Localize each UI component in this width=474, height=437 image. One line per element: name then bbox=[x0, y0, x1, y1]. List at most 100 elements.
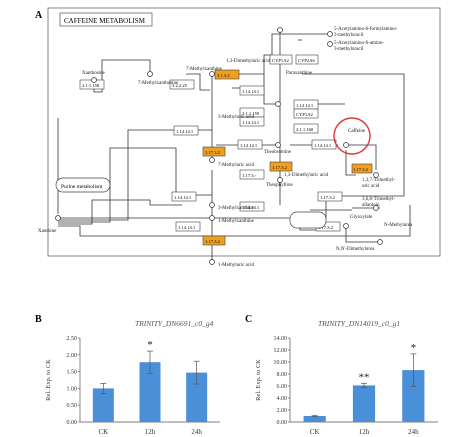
y-tick-label: 1.50 bbox=[67, 370, 78, 376]
purine-metabolism-label: Purine metabolism bbox=[61, 184, 103, 190]
enzyme-label-highlighted: 1.17.3.2 bbox=[205, 150, 221, 155]
enzyme-label-highlighted: 1.17.3.2 bbox=[272, 165, 288, 170]
enzyme-boxes: 2.1.1.158 3.2.2.25 CYP1A2 CYP2A6 3.1.3.2… bbox=[79, 54, 373, 246]
enzyme-label: 2.1.1.158 bbox=[82, 83, 100, 88]
y-tick-label: 10.00 bbox=[274, 360, 288, 366]
compound-label: 1,3,7-Trimethyl- bbox=[362, 178, 395, 183]
enzyme-label: 2.1.1.159 bbox=[242, 111, 260, 116]
y-tick-label: 0.00 bbox=[277, 420, 288, 426]
panel-c-gene-title: TRINITY_DN14019_c0_g1 bbox=[318, 319, 400, 328]
enzyme-label: 1.14.14.1 bbox=[314, 143, 332, 148]
panel-b-gene-title: TRINITY_DN6691_c0_g4 bbox=[135, 319, 214, 328]
pathway-map-frame bbox=[47, 7, 441, 257]
compound-label: Theobromine bbox=[264, 150, 292, 155]
y-tick-label: 14.00 bbox=[274, 336, 288, 342]
x-tick-label: 24h bbox=[191, 428, 202, 436]
y-tick-label: 12.00 bbox=[274, 348, 288, 354]
compound-nodes bbox=[55, 27, 383, 265]
pathway-edges bbox=[57, 30, 411, 262]
compound-label: 1-Methyluric acid bbox=[218, 263, 254, 268]
panel-b-letter: B bbox=[35, 314, 42, 325]
bar bbox=[352, 385, 376, 422]
panel-b-ylabel: Rel. Exp. to CK bbox=[45, 359, 52, 401]
compound-label: 1-Methylxanthine bbox=[218, 219, 255, 224]
compound-label: 3-Methylxanthine bbox=[218, 206, 255, 211]
caffeine-highlight-circle bbox=[333, 117, 371, 155]
significance-marker: * bbox=[147, 339, 153, 351]
compound-label: allantoin bbox=[362, 203, 380, 208]
compound-label: 5-Acetylamino-6-formylamino- bbox=[334, 27, 398, 32]
bar bbox=[92, 388, 114, 422]
y-tick-label: 8.00 bbox=[277, 372, 288, 378]
enzyme-label: 1.14.14.1 bbox=[176, 129, 194, 134]
y-tick-label: 2.50 bbox=[67, 336, 78, 342]
compound-label: 1,3-Dimethyluric acid bbox=[284, 173, 329, 178]
purine-metabolism-box bbox=[55, 177, 111, 193]
enzyme-label: 3.2.2.25 bbox=[172, 83, 188, 88]
enzyme-label: CYP2A6 bbox=[298, 58, 316, 63]
compound-label: Xanthine bbox=[38, 229, 57, 234]
compound-labels: Xanthosine 7-Methylxanthosine 7-Methylxa… bbox=[38, 27, 413, 268]
enzyme-label-highlighted: 1.17.3.2 bbox=[353, 167, 369, 172]
bar bbox=[402, 370, 425, 422]
compound-label: 3,6,8-Trimethyl- bbox=[362, 197, 395, 202]
enzyme-label-highlighted: 3.1.3.2 bbox=[217, 73, 230, 78]
y-tick-label: 0.00 bbox=[67, 420, 78, 426]
panel-c-letter: C bbox=[245, 314, 252, 325]
y-tick-label: 2.00 bbox=[67, 353, 78, 359]
compound-label: N,N'-Dimethylurea bbox=[336, 247, 375, 252]
enzyme-label: 1.17.3.- bbox=[242, 173, 257, 178]
enzyme-label: 2.1.1.160 bbox=[296, 127, 314, 132]
y-tick-label: 6.00 bbox=[277, 384, 288, 390]
glyoxylate-metabolism-box bbox=[289, 211, 327, 229]
map-title: CAFFEINE METABOLISM bbox=[64, 17, 146, 25]
enzyme-label: CYP1A2 bbox=[272, 58, 290, 63]
enzyme-label: 1.14.14.1 bbox=[296, 103, 314, 108]
panel-a-letter: A bbox=[35, 10, 43, 21]
x-tick-label: 12h bbox=[145, 428, 156, 436]
x-tick-label: CK bbox=[98, 428, 108, 436]
compound-label: N-Methylurea bbox=[384, 223, 413, 228]
y-tick-label: 2.00 bbox=[277, 408, 288, 414]
y-tick-label: 1.00 bbox=[67, 386, 78, 392]
enzyme-label: 1.14.14.1 bbox=[174, 195, 192, 200]
significance-marker: * bbox=[411, 342, 417, 354]
x-tick-label: 24h bbox=[408, 428, 419, 436]
compound-label: 5-Acetylamino-6-amino- bbox=[334, 41, 384, 46]
bar bbox=[139, 362, 161, 422]
compound-label: Glyoxylate bbox=[350, 215, 373, 220]
panel-c-ylabel: Rel. Exp. to CK bbox=[255, 359, 262, 401]
enzyme-label-highlighted: 1.17.3.2 bbox=[205, 239, 221, 244]
compound-label: Xanthosine bbox=[82, 71, 106, 76]
map-title-box bbox=[59, 12, 153, 27]
enzyme-label: 1.14.14.1 bbox=[242, 120, 260, 125]
compound-label: 3-methyluracil bbox=[334, 47, 364, 52]
x-tick-label: CK bbox=[310, 428, 320, 436]
enzyme-label: 1.17.3.2 bbox=[318, 225, 334, 230]
enzyme-label: CYP1A2 bbox=[296, 112, 314, 117]
compound-label: 7-Methyluric acid bbox=[218, 163, 254, 168]
x-tick-label: 12h bbox=[359, 428, 370, 436]
compound-label: Paraxanthine bbox=[286, 71, 313, 76]
compound-label: 7-Methylxanthosine bbox=[138, 81, 179, 86]
y-tick-label: 0.50 bbox=[67, 403, 78, 409]
compound-label: Theophylline bbox=[266, 183, 293, 188]
enzyme-label: 1.14.14.1 bbox=[242, 205, 260, 210]
compound-label: 3-Methyluric acid bbox=[218, 115, 254, 120]
bar bbox=[303, 416, 326, 422]
compound-label: 1,3-Dimethyluric acid bbox=[226, 59, 271, 64]
compound-label-caffeine: Caffeine bbox=[348, 129, 366, 134]
enzyme-label: 1.14.14.1 bbox=[178, 225, 196, 230]
compound-label: 7-Methylxanthine bbox=[186, 67, 223, 72]
enzyme-label: 1.14.14.1 bbox=[242, 89, 260, 94]
enzyme-label: 1.17.3.2 bbox=[320, 195, 336, 200]
significance-marker: ** bbox=[359, 371, 370, 383]
bar bbox=[186, 372, 208, 422]
enzyme-label: 1.14.14.1 bbox=[240, 143, 258, 148]
compound-label: uric acid bbox=[362, 184, 380, 189]
y-tick-label: 4.00 bbox=[277, 396, 288, 402]
compound-label: 3-methyluracil bbox=[334, 33, 364, 38]
